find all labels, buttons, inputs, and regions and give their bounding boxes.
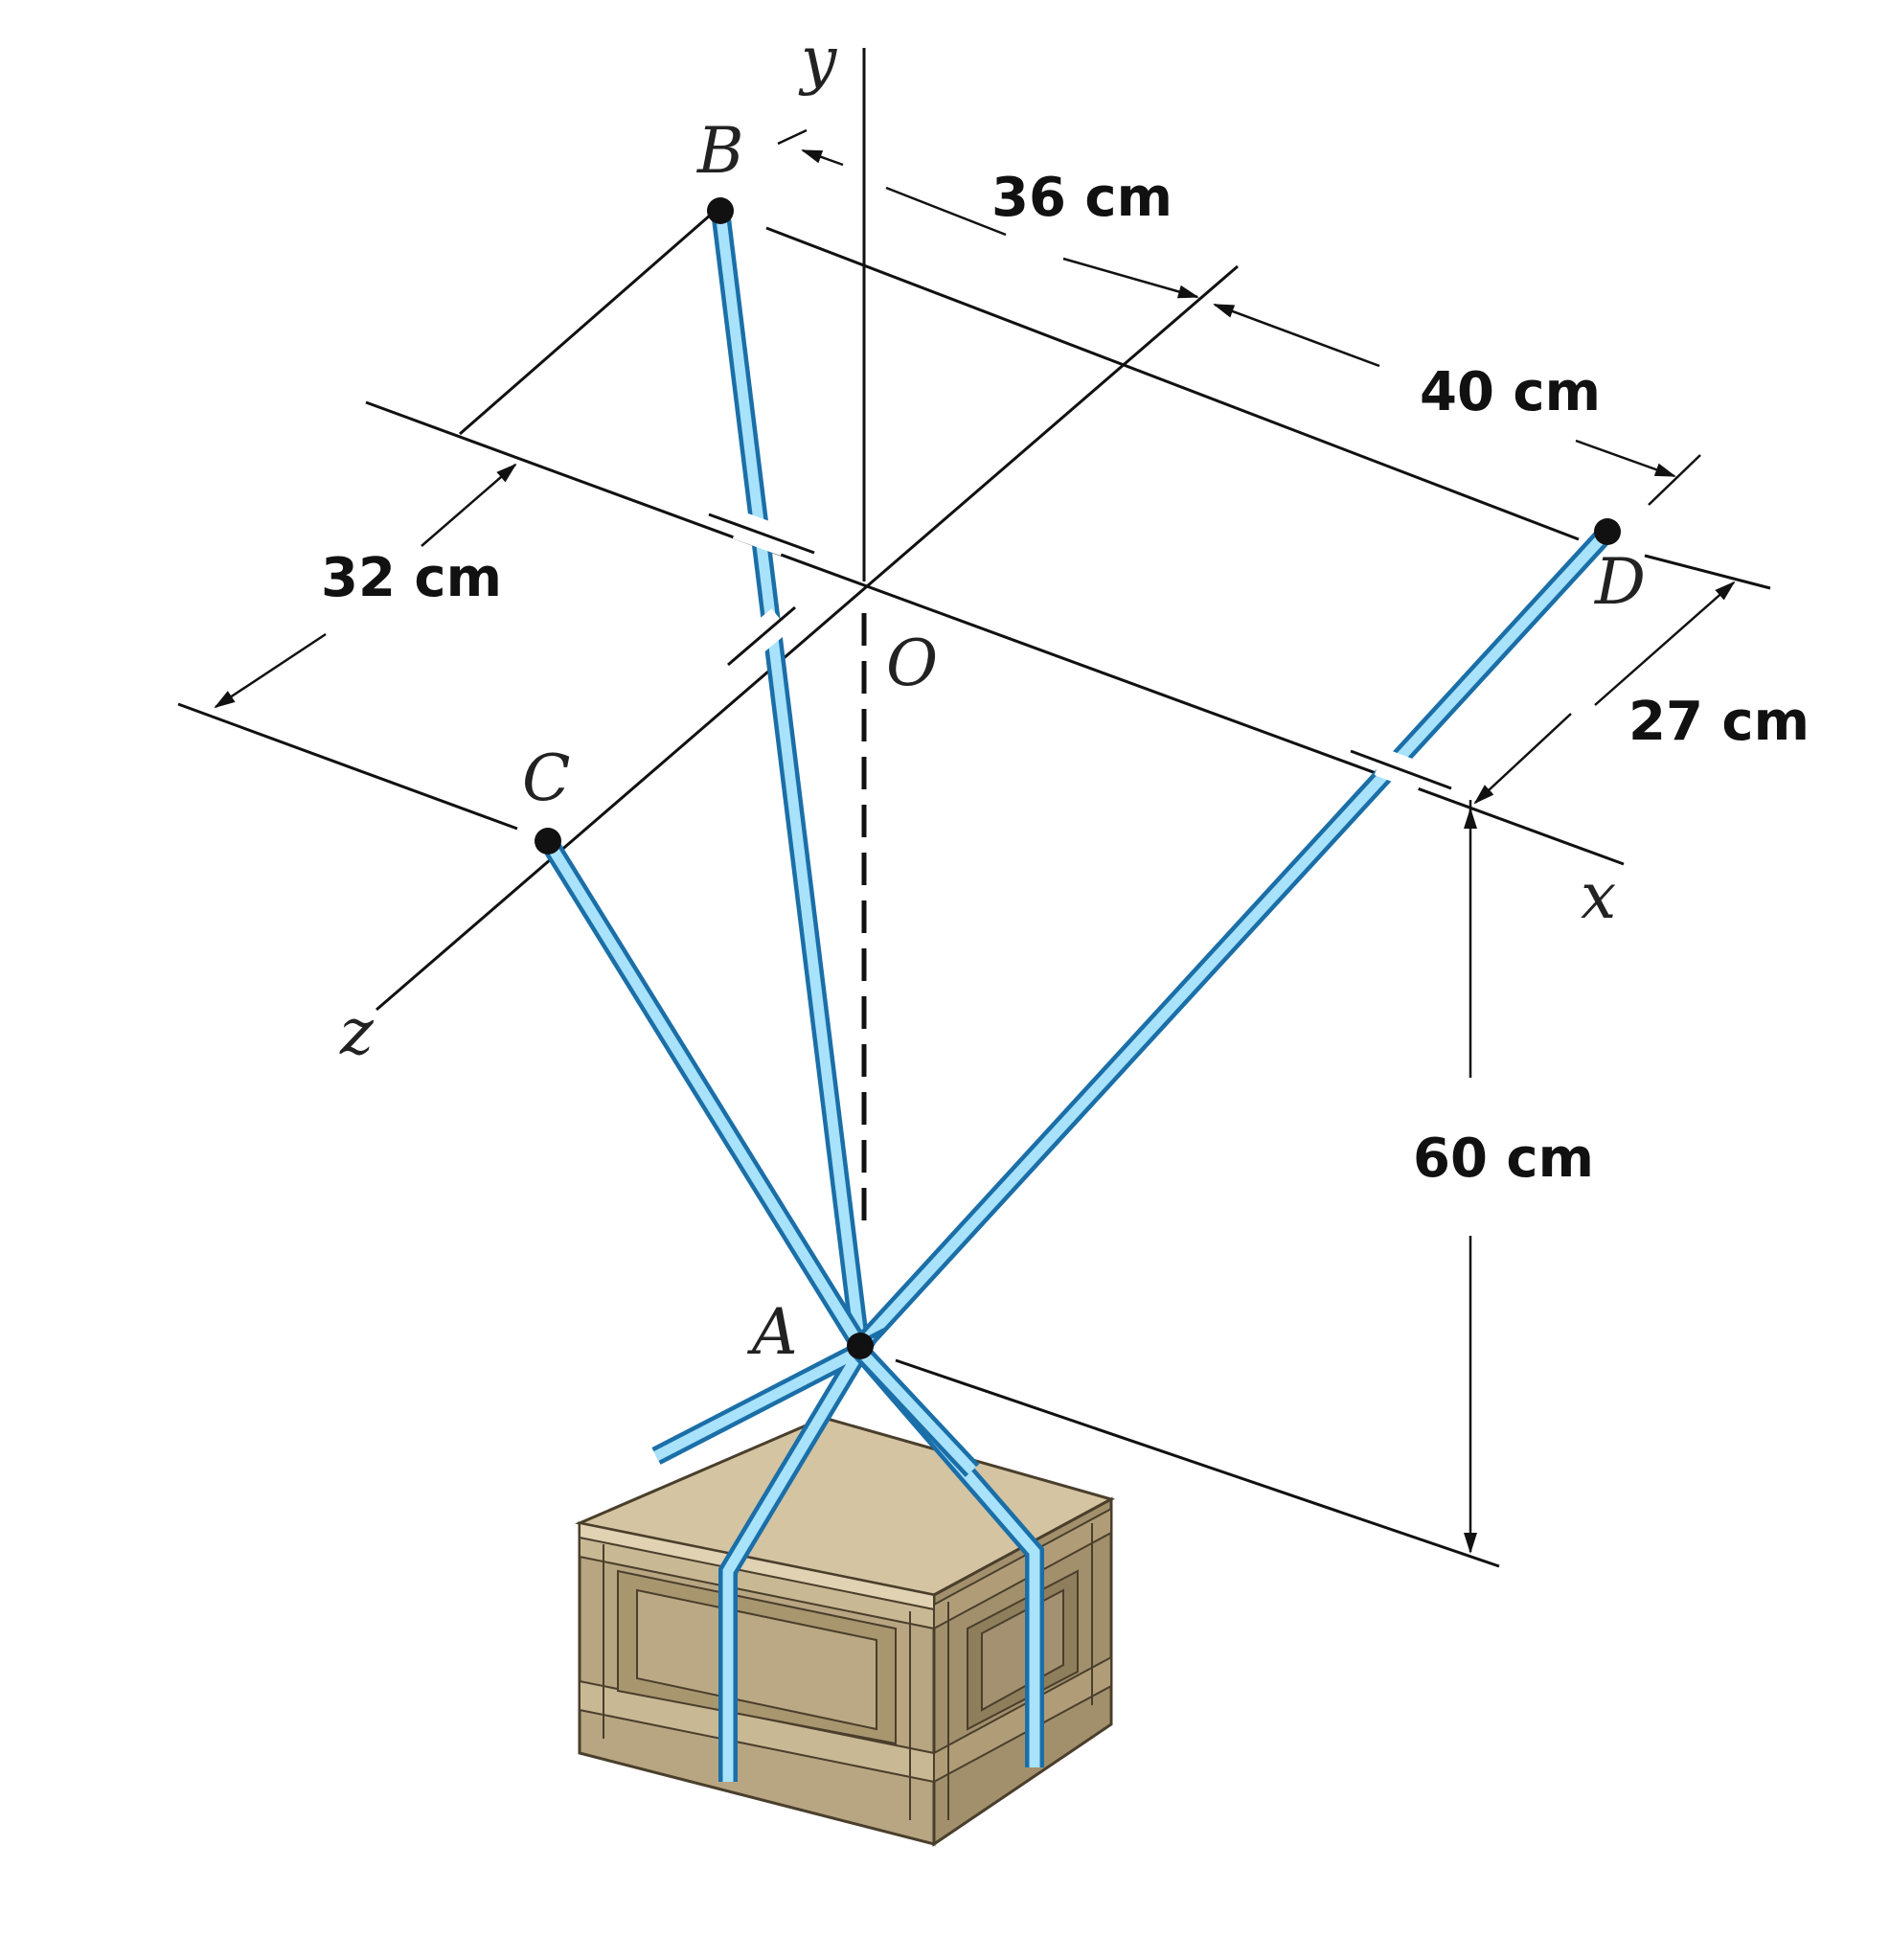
a-reference-line bbox=[895, 1358, 1500, 1568]
dimension-32cm: 32 cm bbox=[321, 547, 502, 609]
point-B bbox=[707, 197, 734, 224]
label-D: D bbox=[1594, 545, 1646, 619]
points bbox=[535, 197, 1621, 1359]
point-C bbox=[535, 828, 561, 855]
label-C: C bbox=[522, 741, 571, 815]
dimension-27cm: 27 cm bbox=[1628, 691, 1810, 753]
axis-label-z: z bbox=[339, 995, 375, 1069]
axis-label-y: y bbox=[798, 23, 837, 97]
point-D bbox=[1594, 518, 1621, 545]
labels: A B C D O x y z 36 cm 40 cm 32 cm 27 cm … bbox=[321, 23, 1810, 1369]
cable-AB bbox=[711, 209, 870, 1348]
crate bbox=[575, 1416, 1115, 1847]
point-A bbox=[847, 1333, 874, 1359]
dimension-60cm: 60 cm bbox=[1413, 1128, 1594, 1190]
cable-AC bbox=[539, 835, 869, 1352]
cables bbox=[539, 209, 1615, 1782]
x-axis-parallel-line bbox=[177, 702, 518, 831]
label-O: O bbox=[886, 627, 938, 700]
label-B: B bbox=[696, 114, 744, 188]
axes bbox=[177, 48, 1771, 1568]
dimension-40cm: 40 cm bbox=[1420, 361, 1601, 423]
sling-straps bbox=[651, 1326, 1044, 1782]
b-side-line bbox=[459, 199, 727, 436]
d-parallel-line bbox=[1644, 554, 1771, 590]
dimension-lines bbox=[214, 128, 1736, 1554]
cable-AD bbox=[853, 525, 1615, 1353]
label-A: A bbox=[746, 1295, 798, 1369]
z-axis-line bbox=[376, 264, 1239, 1012]
axis-label-x: x bbox=[1581, 859, 1616, 933]
b-parallel-line bbox=[765, 226, 1580, 541]
dimension-36cm: 36 cm bbox=[991, 167, 1173, 229]
